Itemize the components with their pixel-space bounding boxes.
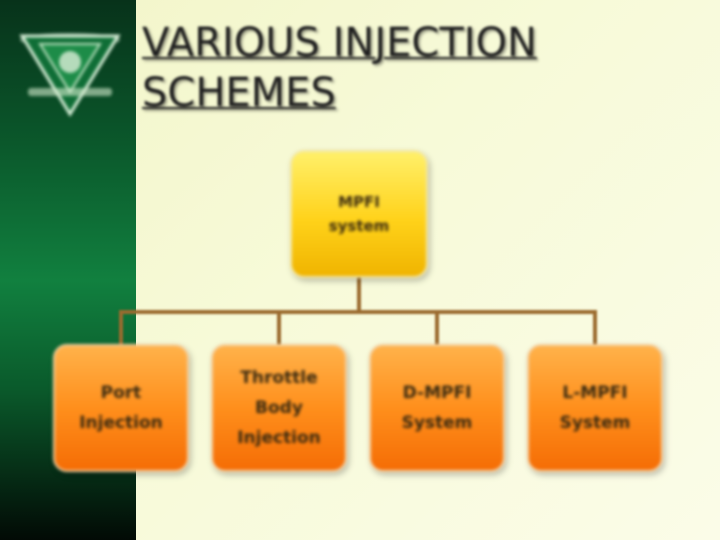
title-line-2: SCHEMES	[142, 70, 336, 116]
port-injection-node: Port Injection	[53, 344, 189, 472]
slide-title: VARIOUS INJECTION SCHEMES	[142, 18, 702, 118]
title-line-1: VARIOUS INJECTION	[142, 20, 537, 66]
college-logo-icon	[19, 33, 121, 117]
mpfi-system-node: MPFI system	[290, 150, 428, 278]
throttle-body-injection-node: Throttle Body Injection	[211, 344, 347, 472]
d-mpfi-system-node: D-MPFI System	[369, 344, 505, 472]
l-mpfi-system-node: L-MPFI System	[527, 344, 663, 472]
